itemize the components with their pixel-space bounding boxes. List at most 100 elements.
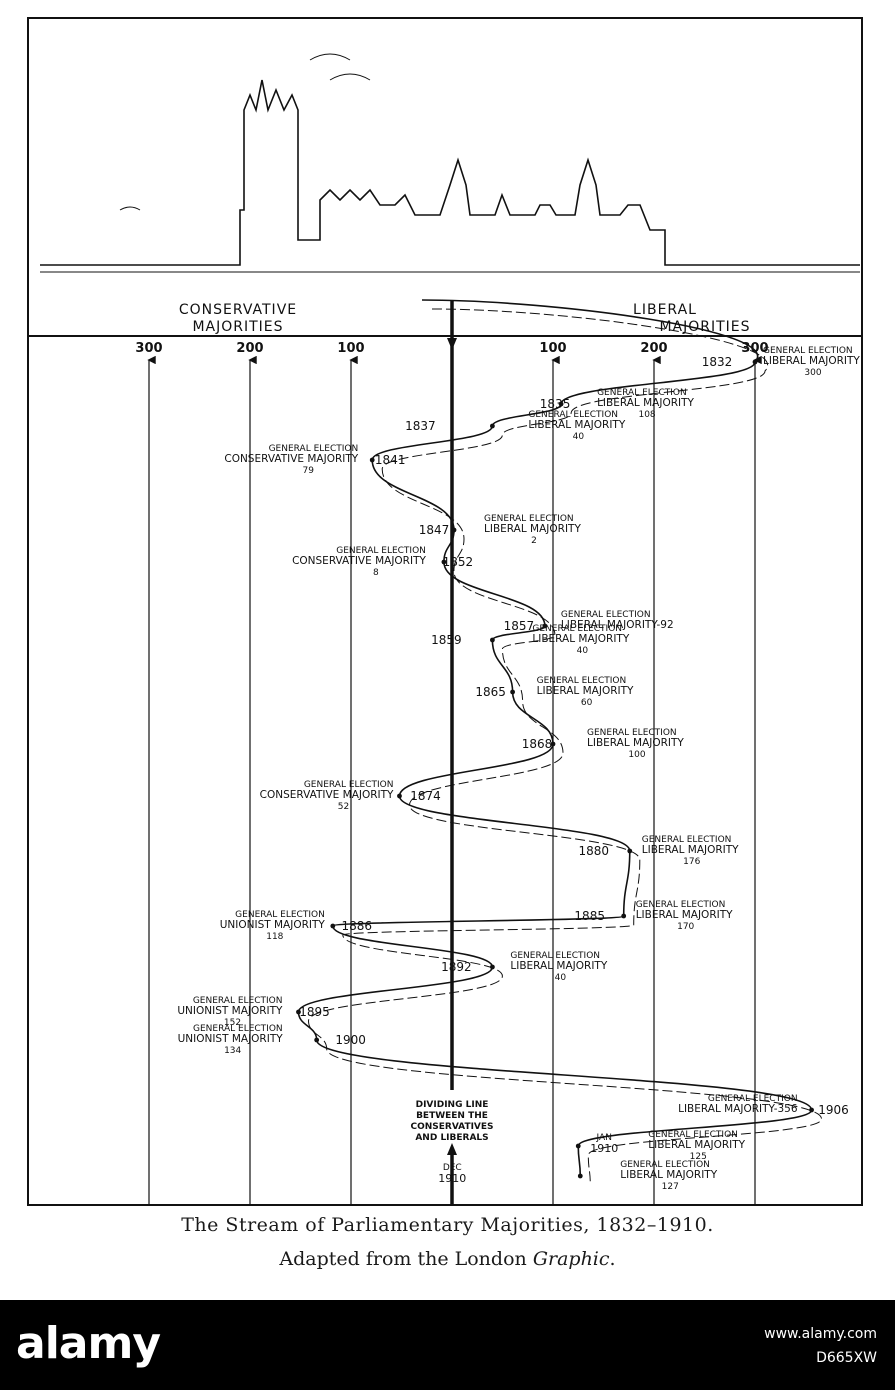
- election-year-18-a: JAN: [596, 1133, 612, 1143]
- election-year-6: 1857: [504, 619, 535, 633]
- election-year-9: 1868: [522, 737, 553, 751]
- dividing-line-label-1: BETWEEN THE: [416, 1111, 488, 1121]
- election-label-14-2: 40: [555, 973, 567, 983]
- election-point-5: [441, 559, 447, 565]
- dividing-line-arrow-top: [447, 338, 457, 350]
- liberal-tick-200: 200: [640, 341, 667, 356]
- election-label-6-1: LIBERAL MAJORITY-92: [561, 619, 674, 631]
- election-label-8-0: GENERAL ELECTION: [537, 676, 627, 686]
- election-year-19-b: 1910: [438, 1172, 466, 1185]
- election-label-2-2: 40: [573, 432, 585, 442]
- election-point-0: [752, 359, 758, 365]
- election-label-10-1: CONSERVATIVE MAJORITY: [260, 789, 394, 801]
- election-label-4-1: LIBERAL MAJORITY: [484, 523, 581, 535]
- election-label-13-1: UNIONIST MAJORITY: [220, 919, 326, 931]
- left-header-line2: MAJORITIES: [192, 319, 283, 335]
- election-year-1: 1835: [540, 397, 571, 411]
- election-year-17: 1906: [818, 1103, 849, 1117]
- election-year-4: 1847: [419, 523, 450, 537]
- election-year-18-b: 1910: [590, 1142, 618, 1155]
- election-label-11-1: LIBERAL MAJORITY: [642, 844, 739, 856]
- parliament-skyline: [40, 79, 860, 266]
- election-label-8-1: LIBERAL MAJORITY: [537, 685, 634, 697]
- election-year-0: 1832: [702, 355, 733, 369]
- dividing-line-arrow-bottom: [447, 1143, 457, 1155]
- election-year-19-a: DEC: [443, 1163, 462, 1173]
- election-year-11: 1880: [578, 844, 609, 858]
- figure-frame: [27, 17, 863, 1206]
- election-label-3-2: 79: [302, 466, 314, 476]
- election-label-1-2: 108: [638, 410, 655, 420]
- majorities-stream-chart: CONSERVATIVEMAJORITIESLIBERALMAJORITIES3…: [27, 17, 863, 1206]
- election-label-2-1: LIBERAL MAJORITY: [528, 419, 625, 431]
- conservative-tick-300: 300: [135, 341, 162, 356]
- dividing-line-label-2: CONSERVATIVES: [410, 1122, 493, 1132]
- election-point-4: [451, 527, 457, 533]
- conservative-tick-100: 100: [337, 341, 364, 356]
- election-label-17-1: LIBERAL MAJORITY-356: [678, 1103, 798, 1115]
- conservative-tick-200: 200: [236, 341, 263, 356]
- election-label-5-0: GENERAL ELECTION: [336, 546, 426, 556]
- election-label-10-2: 52: [338, 802, 349, 812]
- election-point-2: [490, 423, 495, 429]
- election-label-11-2: 176: [683, 857, 700, 867]
- subtitle-suffix: .: [609, 1248, 616, 1270]
- left-header-line1: CONSERVATIVE: [179, 302, 297, 318]
- election-label-13-0: GENERAL ELECTION: [235, 910, 325, 920]
- election-label-9-0: GENERAL ELECTION: [587, 728, 677, 738]
- right-header-line1: LIBERAL: [633, 302, 697, 318]
- election-label-18-2: 125: [690, 1152, 707, 1162]
- election-label-12-2: 170: [677, 922, 694, 932]
- election-point-6: [542, 623, 548, 629]
- election-year-15: 1895: [299, 1005, 330, 1019]
- election-label-7-2: 40: [577, 646, 589, 656]
- election-label-7-0: GENERAL ELECTION: [532, 624, 622, 634]
- election-point-7: [490, 637, 495, 643]
- election-label-7-1: LIBERAL MAJORITY: [532, 633, 629, 645]
- election-label-18-1: LIBERAL MAJORITY: [648, 1139, 745, 1151]
- election-label-0-0: GENERAL ELECTION: [763, 346, 853, 356]
- election-label-13-2: 118: [266, 932, 283, 942]
- election-label-9-1: LIBERAL MAJORITY: [587, 737, 684, 749]
- dividing-line-label-0: DIVIDING LINE: [416, 1100, 489, 1110]
- election-point-3: [369, 457, 375, 463]
- dividing-line-label-3: AND LIBERALS: [415, 1133, 488, 1143]
- election-label-4-0: GENERAL ELECTION: [484, 514, 574, 524]
- election-point-12: [621, 913, 627, 919]
- election-label-12-1: LIBERAL MAJORITY: [636, 909, 733, 921]
- election-label-15-2: 152: [224, 1018, 241, 1028]
- election-label-15-1: UNIONIST MAJORITY: [177, 1005, 283, 1017]
- election-label-16-1: UNIONIST MAJORITY: [178, 1033, 284, 1045]
- election-year-3: 1841: [375, 453, 406, 467]
- election-label-15-0: GENERAL ELECTION: [193, 996, 283, 1006]
- election-point-19: [577, 1173, 583, 1179]
- election-point-14: [490, 964, 495, 970]
- election-label-2-0: GENERAL ELECTION: [528, 410, 618, 420]
- election-label-9-2: 100: [628, 750, 645, 760]
- subtitle-prefix: Adapted from the London: [279, 1248, 533, 1270]
- election-label-1-0: GENERAL ELECTION: [597, 388, 687, 398]
- election-label-0-2: 300: [804, 368, 821, 378]
- election-point-16: [314, 1037, 320, 1043]
- election-year-8: 1865: [475, 685, 506, 699]
- election-label-0-1: LIBERAL MAJORITY: [763, 355, 860, 367]
- election-label-4-2: 2: [531, 536, 537, 546]
- subtitle-italic: Graphic: [532, 1248, 610, 1270]
- election-year-13: 1886: [342, 919, 373, 933]
- liberal-tick-100: 100: [539, 341, 566, 356]
- election-label-16-0: GENERAL ELECTION: [193, 1024, 283, 1034]
- election-label-1-1: LIBERAL MAJORITY: [597, 397, 694, 409]
- stock-footer: alamy www.alamy.com D665XW: [0, 1300, 895, 1390]
- election-year-7: 1859: [431, 633, 462, 647]
- stock-id: www.alamy.com D665XW: [764, 1322, 877, 1370]
- election-point-11: [627, 848, 633, 854]
- election-label-11-0: GENERAL ELECTION: [642, 835, 732, 845]
- majority-stream-line: [297, 299, 813, 1177]
- election-year-12: 1885: [574, 909, 605, 923]
- election-label-5-2: 8: [373, 568, 379, 578]
- election-label-3-1: CONSERVATIVE MAJORITY: [224, 453, 358, 465]
- election-label-14-0: GENERAL ELECTION: [510, 951, 600, 961]
- election-point-1: [558, 401, 564, 407]
- election-label-10-0: GENERAL ELECTION: [304, 780, 394, 790]
